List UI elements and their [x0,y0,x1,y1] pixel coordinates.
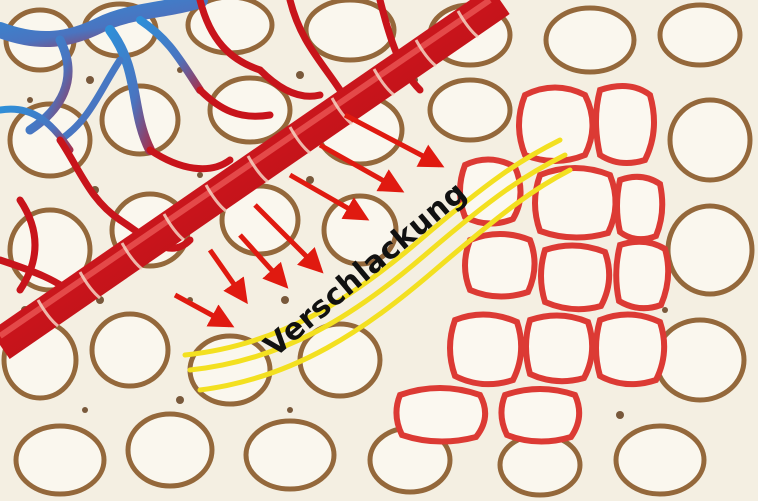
tissue-illustration: Verschlackung [0,0,758,501]
illustration-stage: Verschlackung [0,0,758,501]
